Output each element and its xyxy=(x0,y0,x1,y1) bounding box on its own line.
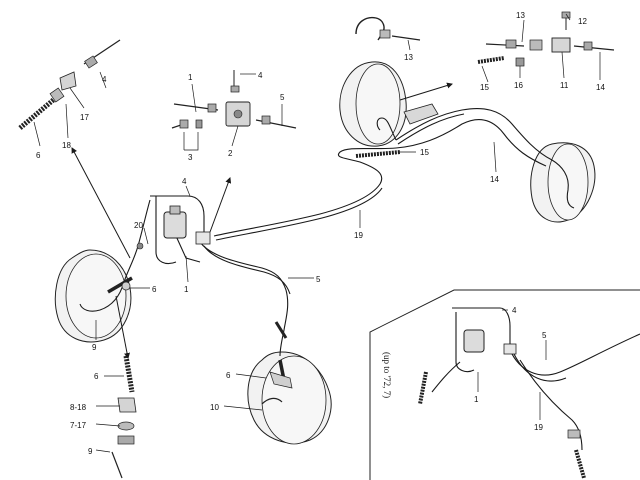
rear-wheel-right xyxy=(530,142,596,223)
callout-12: 12 xyxy=(578,17,587,26)
callout-13-rear-tee: 13 xyxy=(516,11,525,20)
callout-5-front-line: 5 xyxy=(316,275,321,284)
callout-10: 10 xyxy=(210,403,219,412)
front-right-hose xyxy=(261,321,293,405)
exploded-junction-block xyxy=(171,70,297,129)
callout-19-main: 19 xyxy=(354,231,363,240)
callout-4-master: 4 xyxy=(182,177,187,186)
callout-5-inset: 5 xyxy=(542,331,547,340)
master-cylinder xyxy=(136,205,211,250)
callout-7-17: 7-17 xyxy=(70,421,87,430)
callout-13-rear-fitting: 13 xyxy=(404,53,413,62)
callout-4-inset: 4 xyxy=(512,306,517,315)
callout-9-exploded-bottom: 9 xyxy=(88,447,93,456)
callout-labels: 4 13 13 12 15 16 11 14 6 18 17 1 4 5 3 2… xyxy=(36,11,605,456)
exploded-rear-fitting xyxy=(355,16,421,41)
rear-junction xyxy=(403,103,439,125)
callout-14-top-right: 14 xyxy=(596,83,605,92)
rear-wheel-left xyxy=(339,61,407,147)
front-wheel-right xyxy=(247,351,332,445)
callout-20: 20 xyxy=(134,221,143,230)
callout-16: 16 xyxy=(514,81,523,90)
callout-4-top: 4 xyxy=(258,71,263,80)
callout-4-top-left: 4 xyxy=(102,75,107,84)
callout-14-axle: 14 xyxy=(490,175,499,184)
callout-1-top: 1 xyxy=(188,73,193,82)
exploded-front-hose-top xyxy=(18,39,121,130)
callout-9-front-left: 9 xyxy=(92,343,97,352)
callout-6-exploded-bottom: 6 xyxy=(94,372,99,381)
callout-1-inset: 1 xyxy=(474,395,479,404)
callout-15-hose: 15 xyxy=(420,148,429,157)
callout-17-top-left: 17 xyxy=(80,113,89,122)
callout-5-top: 5 xyxy=(280,93,285,102)
callout-18-top-left: 18 xyxy=(62,141,71,150)
front-wheel-left xyxy=(54,249,132,343)
callout-6-front-right: 6 xyxy=(226,371,231,380)
inset-note: (up to '72, 7) xyxy=(382,352,392,398)
callout-2: 2 xyxy=(228,149,233,158)
exploded-front-hose-bottom xyxy=(111,355,137,479)
rear-flex-hose xyxy=(355,150,401,158)
callout-11: 11 xyxy=(560,81,569,90)
inset-box xyxy=(369,289,640,480)
callout-1-master: 1 xyxy=(184,285,189,294)
exploded-rear-tee xyxy=(477,11,615,67)
callout-8-18: 8-18 xyxy=(70,403,87,412)
callout-15-top-right: 15 xyxy=(480,83,489,92)
callout-6-top-left: 6 xyxy=(36,151,41,160)
front-left-hose xyxy=(107,276,133,294)
callout-leaders xyxy=(33,13,601,453)
leader-arrows xyxy=(71,82,453,359)
callout-19-inset: 19 xyxy=(534,423,543,432)
callout-3: 3 xyxy=(188,153,193,162)
callout-6-front-left: 6 xyxy=(152,285,157,294)
brake-lines xyxy=(79,107,575,357)
